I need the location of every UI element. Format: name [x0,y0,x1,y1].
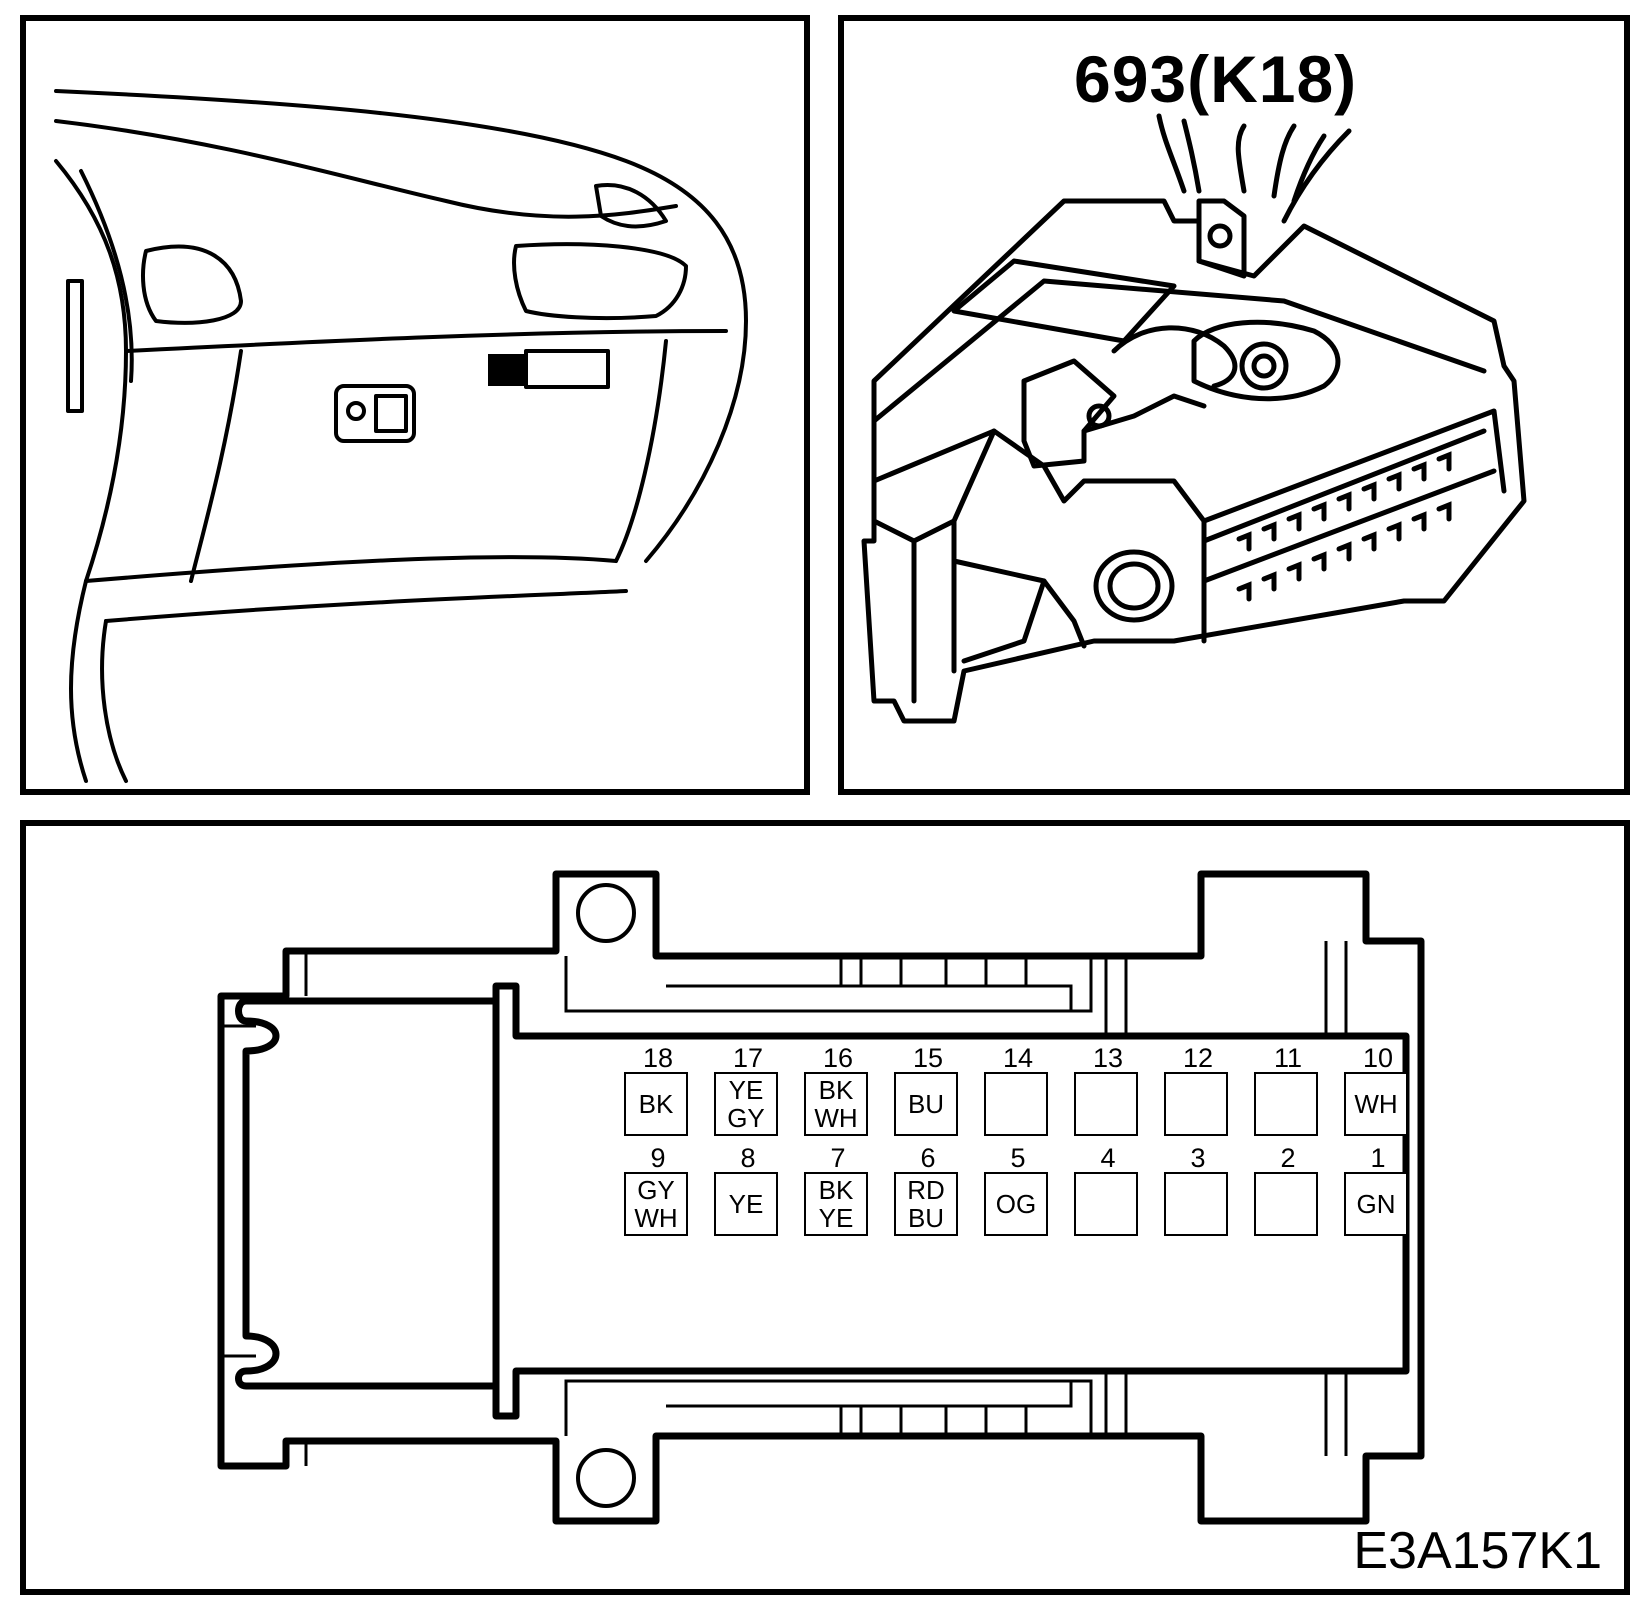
wire-color-code: YE [728,1075,764,1105]
pin-number: 2 [1280,1143,1296,1173]
pin-color-box: WH [1344,1072,1408,1136]
pin-number: 18 [642,1043,674,1073]
wire-color-code: YE [818,1203,854,1233]
connector-title: 693(K18) [1074,42,1358,116]
wire-color-code: BK [638,1089,674,1119]
pin-cavity: 14 [984,1044,1052,1136]
pin-cavity: 4 [1074,1144,1142,1236]
pin-color-box [1074,1072,1138,1136]
connector-location-marker [488,354,526,386]
connector-drawing [861,113,1527,724]
dashboard-location-panel [20,15,810,795]
pin-color-box [1074,1172,1138,1236]
wire-color-code: BU [907,1089,945,1119]
pin-cavity: 12 [1164,1044,1232,1136]
pin-number: 16 [822,1043,854,1073]
pin-color-box: BK [624,1072,688,1136]
pin-cavity: 13 [1074,1044,1142,1136]
pin-color-box: GN [1344,1172,1408,1236]
wire-color-code: GY [637,1175,675,1205]
pin-number: 5 [1010,1143,1026,1173]
connector-view-panel: 693(K18) [838,15,1630,795]
pin-color-box: YE [714,1172,778,1236]
pin-cavity: 11 [1254,1044,1322,1136]
pin-cavity: 3 [1164,1144,1232,1236]
wire-color-code: GN [1356,1189,1396,1219]
pin-cavity: 2 [1254,1144,1322,1236]
pin-color-box [1164,1172,1228,1236]
pin-color-box: BU [894,1072,958,1136]
wire-color-code: WH [634,1203,678,1233]
pin-color-box: OG [984,1172,1048,1236]
pin-number: 13 [1092,1043,1124,1073]
pin-number: 12 [1182,1043,1214,1073]
pin-number: 10 [1362,1043,1394,1073]
connector-face-outline [217,870,1425,1525]
pin-number: 1 [1370,1143,1386,1173]
wire-color-code: BK [818,1075,854,1105]
wire-color-code: BU [907,1203,945,1233]
pin-number: 7 [830,1143,846,1173]
connector-pin-slots [1236,451,1452,602]
wire-color-code: WH [814,1103,858,1133]
wire-color-code: OG [995,1189,1037,1219]
pin-color-box [984,1072,1048,1136]
figure-code: E3A157K1 [1353,1522,1602,1580]
mounting-hole-bottom [576,1448,636,1508]
pin-number: 15 [912,1043,944,1073]
pin-color-box [1254,1072,1318,1136]
wire-color-code: BK [818,1175,854,1205]
mounting-hole-top [576,883,636,943]
pin-number: 17 [732,1043,764,1073]
dashboard-drawing [54,89,748,783]
pin-number: 14 [1002,1043,1034,1073]
wire-color-code: WH [1354,1089,1398,1119]
wire-color-code: YE [728,1189,764,1219]
pin-number: 11 [1273,1043,1303,1073]
pin-color-box [1164,1072,1228,1136]
pin-number: 3 [1190,1143,1206,1173]
wire-color-code: GY [727,1103,765,1133]
pin-number: 9 [650,1143,666,1173]
pin-number: 8 [740,1143,756,1173]
pin-number: 6 [920,1143,936,1173]
pin-number: 4 [1100,1143,1116,1173]
pin-color-box [1254,1172,1318,1236]
wire-color-code: RD [907,1175,945,1205]
